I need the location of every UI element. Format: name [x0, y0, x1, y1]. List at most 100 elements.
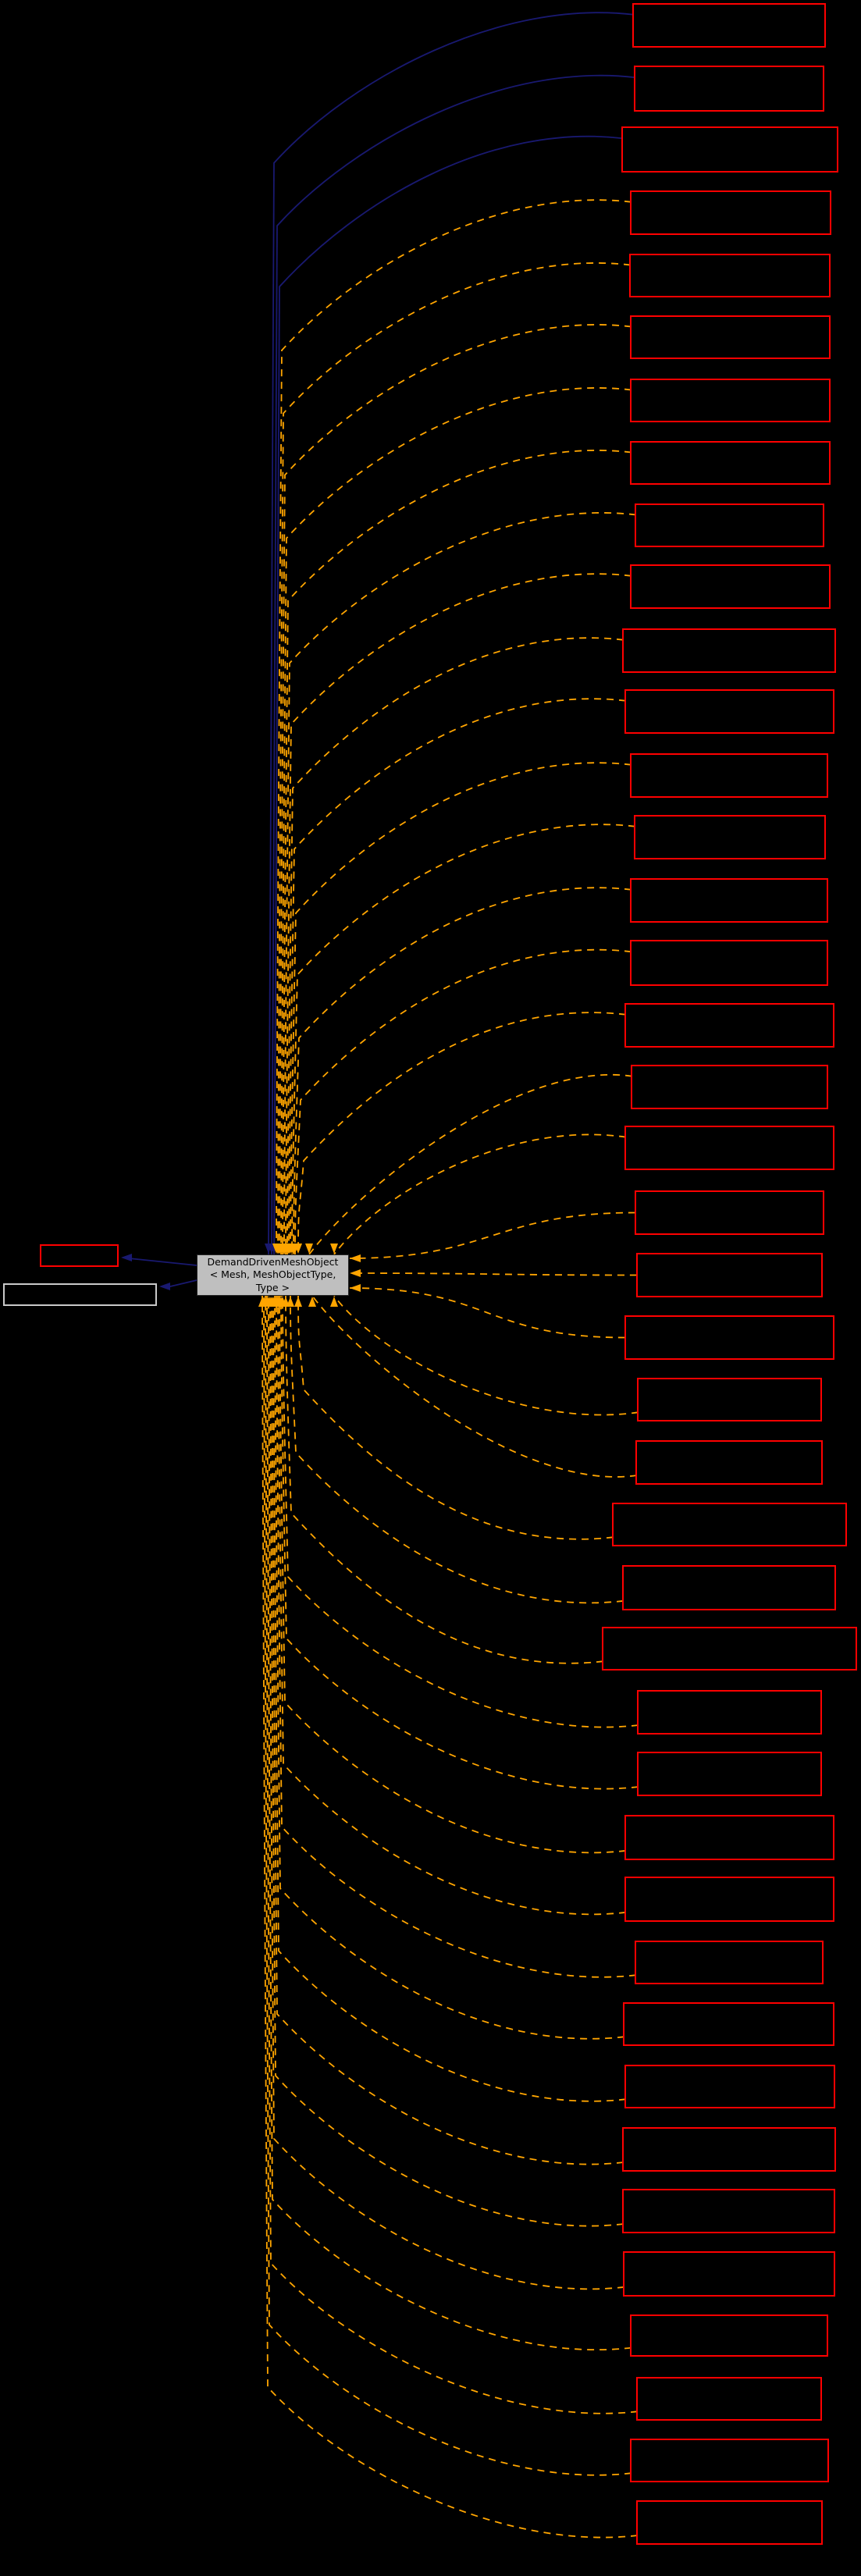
arrowhead-icon — [305, 1244, 313, 1254]
template-instance-edge — [276, 199, 632, 1255]
template-instance-edge — [290, 1295, 624, 1604]
class-node[interactable] — [630, 940, 828, 986]
template-instance-edge — [269, 1295, 624, 2227]
class-node[interactable] — [624, 1877, 834, 1922]
arrowhead-icon — [350, 1269, 361, 1277]
template-instance-edge — [285, 1295, 604, 1664]
template-instance-edge — [349, 1272, 638, 1276]
arrowhead-icon — [294, 1297, 302, 1307]
class-node[interactable] — [637, 1378, 822, 1421]
arrowhead-icon — [121, 1254, 132, 1261]
left-red-box[interactable] — [40, 1244, 119, 1267]
class-node[interactable] — [602, 1627, 857, 1670]
class-node[interactable] — [622, 628, 836, 673]
template-instance-edge — [349, 1212, 636, 1259]
arrowhead-icon — [330, 1244, 338, 1254]
class-node[interactable] — [635, 1190, 824, 1235]
class-node[interactable] — [634, 815, 826, 859]
class-node[interactable] — [622, 2189, 835, 2233]
class-node[interactable] — [635, 1440, 823, 1485]
class-node[interactable] — [624, 1126, 834, 1170]
class-node[interactable] — [630, 2439, 829, 2482]
template-instance-edge — [290, 762, 632, 1255]
class-node[interactable] — [624, 2065, 835, 2108]
inheritance-edge — [271, 74, 636, 1255]
class-node[interactable] — [623, 2002, 834, 2046]
class-node[interactable] — [635, 503, 824, 547]
template-instance-edge — [279, 324, 632, 1255]
template-instance-edge — [297, 1295, 614, 1540]
template-instance-edge — [293, 887, 632, 1255]
arrowhead-icon — [350, 1254, 361, 1262]
class-node[interactable] — [624, 1815, 834, 1860]
arrowhead-icon — [330, 1297, 338, 1307]
arrowhead-icon — [159, 1283, 170, 1290]
template-instance-edge — [277, 1295, 627, 1916]
template-instance-edge — [262, 1295, 639, 2539]
template-instance-edge — [266, 1295, 632, 2351]
inheritance-edge — [273, 135, 624, 1255]
class-node[interactable] — [630, 878, 828, 923]
template-instance-edge — [280, 1295, 639, 1790]
class-node[interactable] — [630, 441, 831, 485]
class-node[interactable] — [630, 2314, 828, 2357]
class-node[interactable] — [630, 753, 828, 798]
template-instance-edge — [283, 512, 637, 1255]
class-node[interactable] — [630, 190, 831, 235]
template-instance-edge — [308, 1074, 633, 1255]
central-class-node[interactable]: DemandDrivenMeshObject < Mesh, MeshObjec… — [197, 1254, 349, 1296]
template-instance-edge — [279, 1295, 627, 1854]
class-node[interactable] — [623, 2251, 835, 2297]
template-instance-edge — [286, 637, 624, 1255]
template-instance-edge — [274, 1295, 625, 2040]
central-class-name-line: Type > — [255, 1281, 290, 1293]
inheritance-edge — [166, 1279, 197, 1288]
template-instance-edge — [265, 1295, 639, 2414]
template-instance-edge — [271, 1295, 624, 2165]
template-instance-edge — [272, 1295, 627, 2102]
class-node[interactable] — [622, 2127, 836, 2172]
inheritance-edge — [128, 1258, 197, 1266]
template-instance-edge — [333, 1133, 627, 1255]
class-node[interactable] — [624, 1315, 834, 1360]
left-gray-box[interactable] — [3, 1283, 157, 1306]
central-class-name-line: DemandDrivenMeshObject — [207, 1255, 339, 1268]
template-instance-edge — [297, 1012, 627, 1255]
class-node[interactable] — [637, 1752, 822, 1796]
template-instance-edge — [263, 1295, 632, 2476]
template-instance-edge — [291, 824, 636, 1255]
class-node[interactable] — [624, 1003, 834, 1048]
template-instance-edge — [282, 1295, 639, 1728]
class-node[interactable] — [637, 1690, 822, 1735]
inheritance-edge — [268, 12, 635, 1255]
class-node[interactable] — [630, 315, 831, 359]
template-instance-edge — [294, 948, 632, 1255]
template-instance-edge — [288, 698, 627, 1255]
arrowhead-icon — [308, 1297, 316, 1307]
class-node[interactable] — [636, 1253, 823, 1297]
central-class-name-line: < Mesh, MeshObjectType, — [209, 1268, 336, 1281]
template-instance-edge — [311, 1295, 638, 1478]
template-instance-edge — [280, 387, 632, 1255]
class-node[interactable] — [621, 126, 838, 173]
class-node[interactable] — [622, 1565, 836, 1610]
class-node[interactable] — [630, 379, 831, 422]
class-node[interactable] — [636, 2377, 822, 2421]
class-node[interactable] — [636, 2500, 823, 2545]
class-node[interactable] — [624, 689, 834, 734]
template-instance-edge — [282, 450, 632, 1255]
template-instance-edge — [276, 1295, 637, 1978]
template-instance-edge — [285, 573, 632, 1255]
class-node[interactable] — [631, 1065, 828, 1109]
template-instance-edge — [277, 262, 632, 1255]
arrowhead-icon — [258, 1297, 266, 1307]
class-node[interactable] — [630, 564, 831, 609]
template-instance-edge — [349, 1287, 626, 1339]
class-node[interactable] — [634, 66, 824, 112]
template-instance-edge — [268, 1295, 625, 2290]
class-node[interactable] — [632, 3, 826, 48]
class-node[interactable] — [612, 1503, 847, 1546]
class-node[interactable] — [629, 254, 831, 297]
class-node[interactable] — [635, 1941, 824, 1984]
